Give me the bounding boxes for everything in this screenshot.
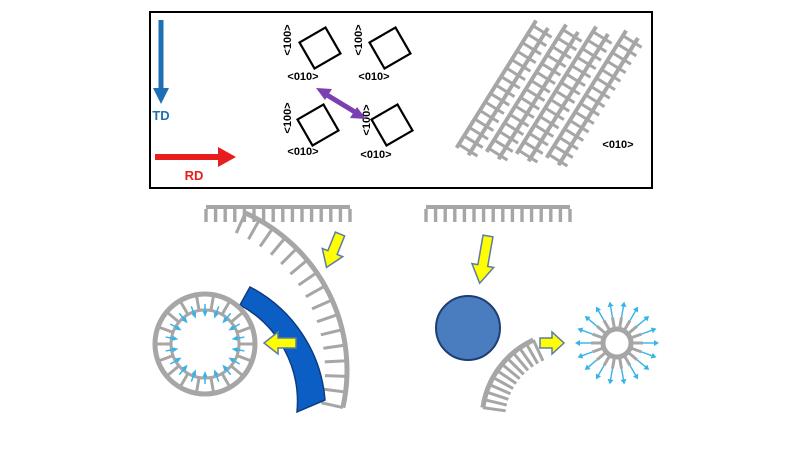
crystal-3-label-100: <100> <box>282 102 294 133</box>
yellow-arrow-right <box>539 330 566 356</box>
blue-curved-template <box>238 285 326 414</box>
yellow-arrow-down <box>470 234 496 285</box>
crystal-1 <box>298 26 342 70</box>
crystal-2-label-010: <010> <box>358 71 389 83</box>
polymer-comb-right <box>424 205 572 222</box>
crystal-3-label-010: <010> <box>287 146 318 158</box>
yellow-arrow-left <box>262 330 297 356</box>
crystal-2 <box>368 26 412 70</box>
purple-double-arrow <box>316 88 366 119</box>
crystal-4-label-010: <010> <box>360 149 391 161</box>
yellow-arrow-down-left <box>321 231 346 269</box>
td-label: TD <box>152 108 169 123</box>
ring-inward-combs <box>152 291 258 397</box>
ladder-direction-label: <010> <box>602 139 633 151</box>
crystal-4-label-100: <100> <box>361 104 373 135</box>
crystal-2-label-100: <100> <box>353 24 365 55</box>
rd-arrow <box>155 147 236 167</box>
crystal-3 <box>296 103 340 147</box>
polymer-ladders <box>454 19 643 168</box>
crystal-4 <box>370 103 414 147</box>
curved-polymer-left <box>234 210 350 409</box>
crystal-1-label-010: <010> <box>287 71 318 83</box>
blue-sphere-template <box>435 295 501 361</box>
curved-polymer-right <box>480 337 545 413</box>
td-arrow <box>153 20 169 104</box>
rd-label: RD <box>185 168 204 183</box>
crystal-1-label-100: <100> <box>282 24 294 55</box>
ring-outward-combs <box>575 301 659 385</box>
polymer-comb-left <box>204 205 352 222</box>
